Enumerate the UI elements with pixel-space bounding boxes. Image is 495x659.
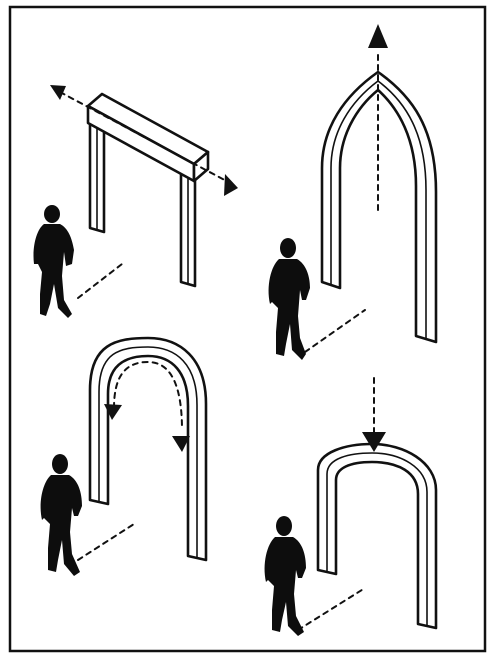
left-arrowhead-icon [50, 85, 66, 100]
outer-frame [8, 5, 487, 653]
person-silhouette-2 [268, 238, 310, 360]
ground-line-2 [304, 309, 366, 353]
segmental-arch-structure [316, 442, 438, 630]
round-arch-body [88, 336, 208, 562]
left-curve-arrowhead-icon [104, 404, 122, 420]
curve-force-line [113, 360, 183, 431]
right-curve-arrowhead-icon [172, 436, 190, 452]
round-arch-structure [88, 336, 208, 562]
person-silhouette-3 [40, 454, 82, 576]
up-arrowhead-icon [368, 24, 388, 48]
ground-line-4 [297, 587, 366, 631]
person-silhouette-4 [264, 516, 306, 636]
pointed-arch-structure [320, 70, 438, 344]
ground-line-1 [77, 263, 123, 299]
lintel-force-line [59, 91, 233, 185]
post-and-lintel-structure [86, 92, 210, 288]
pointed-arch-body [320, 70, 438, 344]
person-silhouette-1 [33, 205, 74, 318]
right-arrowhead-icon [224, 174, 238, 196]
ground-line-3 [77, 523, 135, 561]
down-arrowhead-icon [362, 432, 386, 452]
segmental-arch-body [316, 442, 438, 630]
